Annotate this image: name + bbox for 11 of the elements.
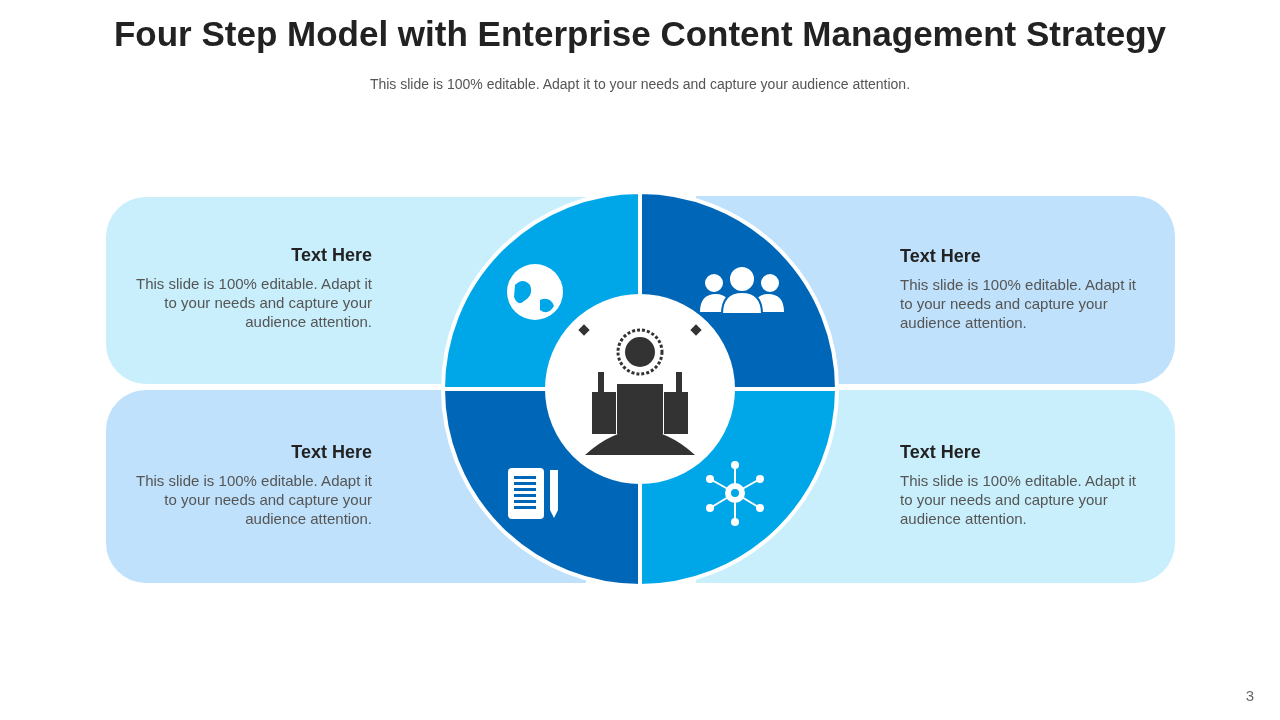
slide-title: Four Step Model with Enterprise Content Management Strategy	[112, 14, 1168, 54]
page-number: 3	[1245, 687, 1254, 704]
card-heading: Text Here	[290, 245, 372, 266]
card-heading: Text Here	[900, 246, 982, 267]
card-description: This slide is 100% editable. Adapt it to your needs and capture your audience attention.	[135, 471, 372, 528]
card-description: This slide is 100% editable. Adapt it to your needs and capture your audience attention.	[900, 275, 1137, 332]
subtitle: This slide is 100% editable. Adapt it to your needs and capture your audience attention.	[368, 76, 912, 92]
card-heading: Text Here	[290, 442, 372, 463]
card-description: This slide is 100% editable. Adapt it to your needs and capture your audience attention.	[900, 471, 1137, 528]
card-description: This slide is 100% editable. Adapt it to your needs and capture your audience attention.	[135, 274, 372, 331]
card-heading: Text Here	[900, 442, 982, 463]
